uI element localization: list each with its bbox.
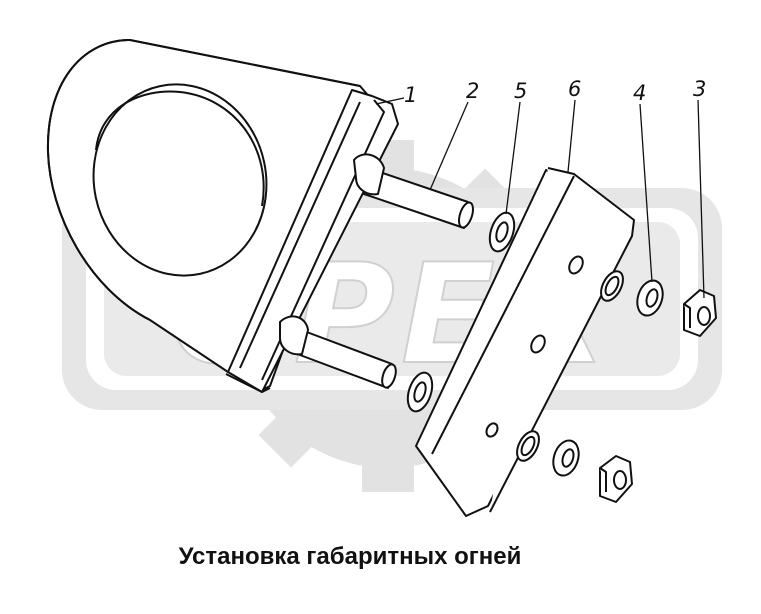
callout-3: 3	[693, 77, 706, 101]
lock-washer-part	[552, 279, 664, 477]
washer-part	[406, 211, 516, 413]
leader-lines	[375, 97, 705, 299]
callout-1: 1	[404, 83, 417, 107]
nut-part	[599, 289, 717, 503]
plate-part	[415, 167, 635, 517]
stud-part	[279, 153, 474, 389]
callout-6: 6	[568, 77, 581, 101]
callout-4: 4	[633, 81, 646, 105]
callout-2: 2	[466, 79, 479, 103]
figure-caption: Установка габаритных огней	[178, 543, 522, 570]
callout-5: 5	[514, 79, 527, 103]
